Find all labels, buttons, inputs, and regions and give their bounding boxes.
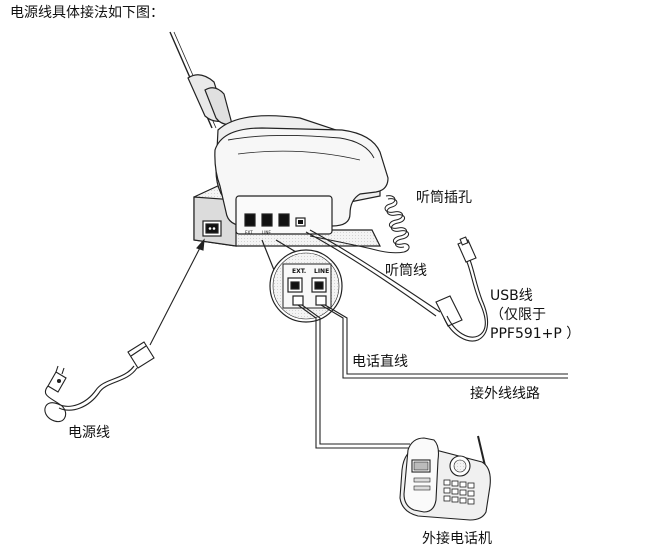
telephone-line-cables xyxy=(297,304,568,449)
extension-phone-label: 外接电话机 xyxy=(422,531,492,547)
zoom-line-label: LINE xyxy=(314,268,329,275)
ext-port xyxy=(244,213,256,227)
power-cord-label: 电源线 xyxy=(68,425,110,441)
external-line-label: 接外线线路 xyxy=(470,386,540,402)
handset-jack-label: 听筒插孔 xyxy=(416,190,472,206)
handset-coil-cord xyxy=(309,195,410,254)
external-telephone xyxy=(399,435,491,521)
usb-cable-label-line1: USB线 xyxy=(490,288,533,304)
usb-cable-label-line2: （仅限于 xyxy=(490,307,546,323)
handset-port xyxy=(278,213,290,227)
line-port-label: LINE xyxy=(262,230,271,235)
power-cord xyxy=(44,238,205,423)
handset-cord-label: 听筒线 xyxy=(385,263,427,279)
fax-machine: EXT. LINE xyxy=(169,31,389,247)
telephone-line-label: 电话直线 xyxy=(352,354,408,370)
line-port xyxy=(261,213,273,227)
usb-cable-label-line3: PPF591+P ） xyxy=(490,326,581,342)
diagram-heading: 电源线具体接法如下图： xyxy=(10,5,164,21)
telephone-line-cable xyxy=(320,304,568,379)
ext-port-label: EXT. xyxy=(245,230,253,235)
port-detail-zoom: EXT. LINE xyxy=(261,239,343,323)
usb-cable-label: USB线 （仅限于 PPF591+P ） xyxy=(490,287,580,344)
usb-cable xyxy=(305,229,489,342)
extension-cable xyxy=(297,304,410,449)
zoom-ext-label: EXT. xyxy=(292,268,306,275)
